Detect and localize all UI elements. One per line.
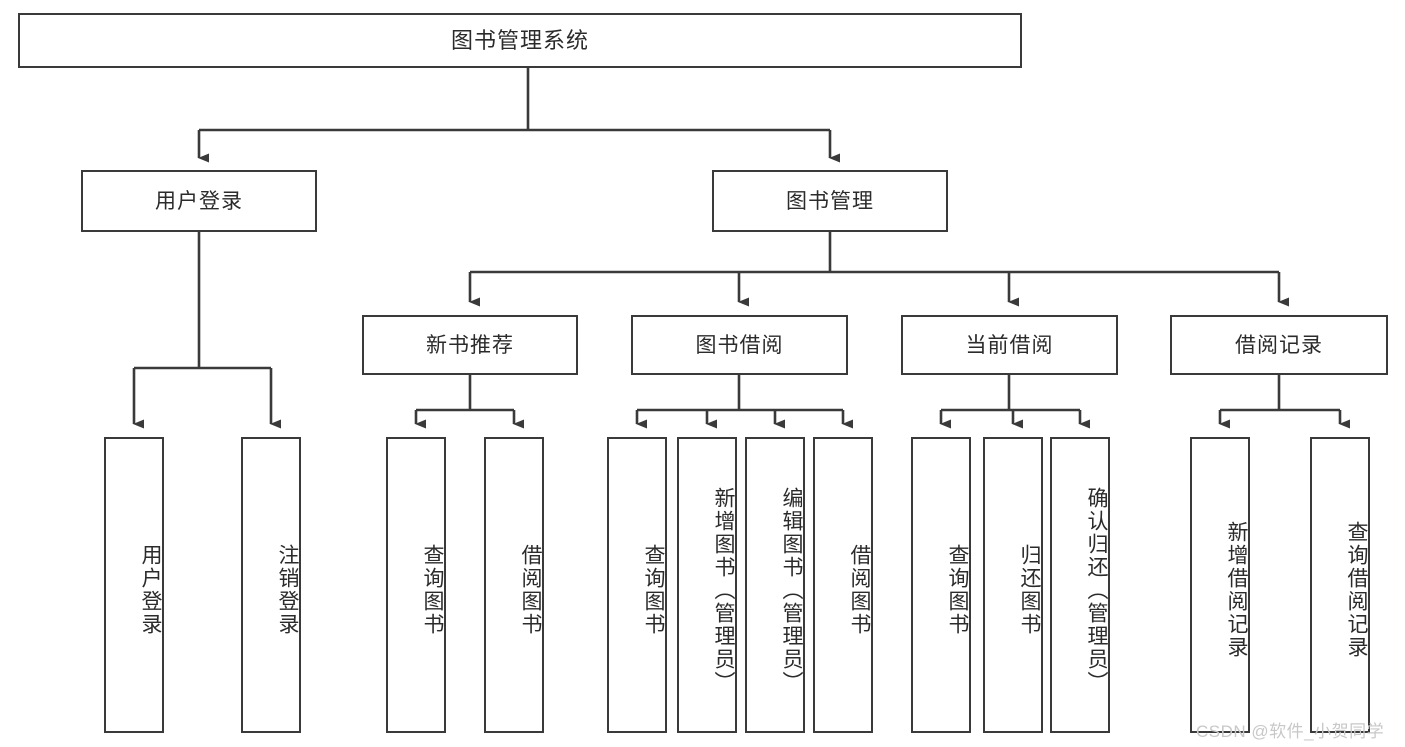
leaf-label: 归还图书 bbox=[1018, 544, 1041, 636]
leaf-label: 用户登录 bbox=[139, 544, 162, 636]
leaf-node-add-book[interactable]: 新增图书（管理员） bbox=[677, 437, 737, 733]
leaf-node-return-book[interactable]: 归还图书 bbox=[983, 437, 1043, 733]
node-root-system[interactable]: 图书管理系统 bbox=[18, 13, 1022, 68]
node-root-label: 图书管理系统 bbox=[450, 27, 589, 53]
node-book-borrow[interactable]: 图书借阅 bbox=[631, 315, 848, 375]
leaf-label: 借阅图书 bbox=[519, 544, 542, 636]
node-current-borrow-label: 当前借阅 bbox=[965, 333, 1054, 357]
leaf-label: 新增图书（管理员） bbox=[712, 486, 735, 694]
node-new-book-recommend-label: 新书推荐 bbox=[426, 333, 514, 357]
node-borrow-record-label: 借阅记录 bbox=[1235, 333, 1323, 357]
leaf-label: 查询借阅记录 bbox=[1345, 521, 1368, 659]
leaf-node-user-login[interactable]: 用户登录 bbox=[104, 437, 164, 733]
leaf-node-borrow-book-1[interactable]: 借阅图书 bbox=[484, 437, 544, 733]
leaf-node-add-record[interactable]: 新增借阅记录 bbox=[1190, 437, 1250, 733]
node-book-manage[interactable]: 图书管理 bbox=[712, 170, 948, 232]
leaf-node-query-book-3[interactable]: 查询图书 bbox=[911, 437, 971, 733]
leaf-label: 注销登录 bbox=[276, 544, 299, 636]
node-user-login[interactable]: 用户登录 bbox=[81, 170, 317, 232]
leaf-node-edit-book[interactable]: 编辑图书（管理员） bbox=[745, 437, 805, 733]
leaf-node-confirm-return[interactable]: 确认归还（管理员） bbox=[1050, 437, 1110, 733]
leaf-label: 确认归还（管理员） bbox=[1085, 486, 1108, 694]
leaf-label: 查询图书 bbox=[421, 544, 444, 636]
leaf-node-query-book-2[interactable]: 查询图书 bbox=[607, 437, 667, 733]
leaf-label: 查询图书 bbox=[642, 544, 665, 636]
node-user-login-label: 用户登录 bbox=[155, 189, 243, 213]
leaf-node-query-record[interactable]: 查询借阅记录 bbox=[1310, 437, 1370, 733]
node-book-borrow-label: 图书借阅 bbox=[695, 333, 784, 357]
leaf-node-query-book-1[interactable]: 查询图书 bbox=[386, 437, 446, 733]
leaf-node-logout[interactable]: 注销登录 bbox=[241, 437, 301, 733]
node-current-borrow[interactable]: 当前借阅 bbox=[901, 315, 1118, 375]
node-book-manage-label: 图书管理 bbox=[786, 189, 874, 213]
leaf-label: 编辑图书（管理员） bbox=[780, 486, 803, 694]
leaf-label: 查询图书 bbox=[946, 544, 969, 636]
leaf-label: 新增借阅记录 bbox=[1225, 521, 1248, 659]
leaf-label: 借阅图书 bbox=[848, 544, 871, 636]
node-borrow-record[interactable]: 借阅记录 bbox=[1170, 315, 1388, 375]
node-new-book-recommend[interactable]: 新书推荐 bbox=[362, 315, 578, 375]
leaf-node-borrow-book-2[interactable]: 借阅图书 bbox=[813, 437, 873, 733]
